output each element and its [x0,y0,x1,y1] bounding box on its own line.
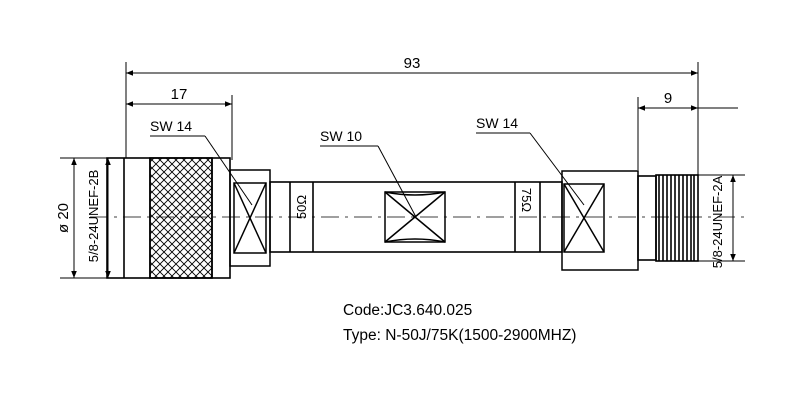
thread-left-label: 5/8-24UNEF-2B [86,170,101,262]
sw-center-label: SW 10 [320,128,362,144]
sw-right-label: SW 14 [476,115,518,131]
dimension-lines [71,70,738,278]
leader-lines [150,132,585,218]
product-code: Code:JC3.640.025 [343,302,472,319]
overall-length-label: 93 [404,55,421,72]
product-type: Type: N-50J/75K(1500-2900MHZ) [343,327,576,344]
hex-left [229,169,271,267]
right-thread [655,174,699,262]
impedance-left-label: 50Ω [294,195,309,219]
impedance-right-label: 75Ω [519,188,534,212]
extension-lines [60,62,745,279]
diameter-label: ø 20 [55,203,72,233]
right-neck [637,175,657,261]
left-plug [106,157,231,279]
knurled-nut [149,157,213,279]
hex-center [384,191,446,243]
left-body-length-label: 17 [171,86,188,103]
thread-right-label: 5/8-24UNEF-2A [710,175,725,268]
right-body-length-label: 9 [664,90,672,107]
hex-right [561,170,639,271]
sw-left-label: SW 14 [150,118,192,134]
